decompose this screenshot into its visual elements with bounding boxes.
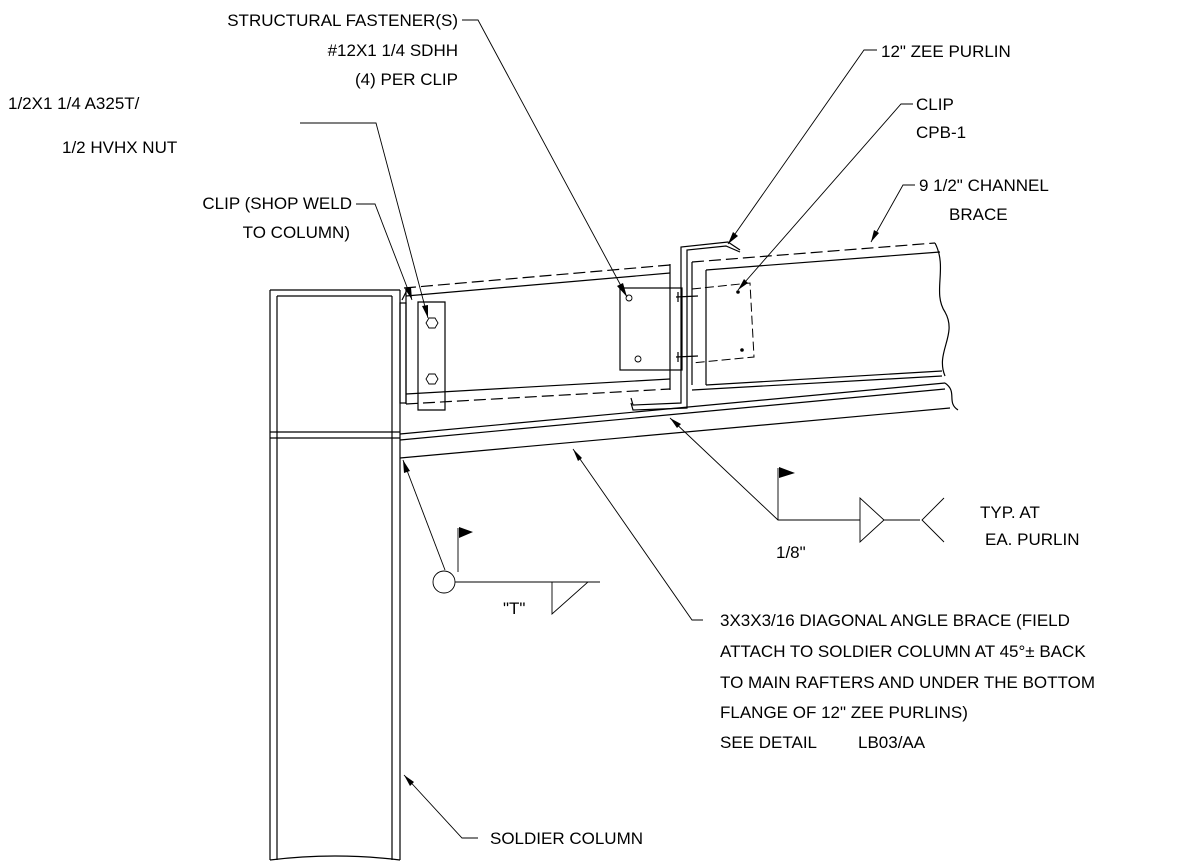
label-soldier-column: SOLDIER COLUMN xyxy=(490,829,643,848)
leader-structural-fastener xyxy=(462,19,628,298)
label-bolt-1: 1/2X1 1/4 A325T/ xyxy=(8,94,140,113)
detail-ref-text: LB03/AA xyxy=(858,733,926,752)
label-diagonal-brace-3: TO MAIN RAFTERS AND UNDER THE BOTTOM xyxy=(720,673,1095,692)
label-structural-fastener-1: STRUCTURAL FASTENER(S) xyxy=(227,11,458,30)
label-clip-cpb1-2: CPB-1 xyxy=(916,123,966,142)
leader-shop-weld-clip xyxy=(356,203,413,301)
label-clip-cpb1-1: CLIP xyxy=(916,95,954,114)
label-structural-fastener-2: #12X1 1/4 SDHH xyxy=(328,41,458,60)
leader-clip-cpb1 xyxy=(737,103,913,291)
label-shop-weld-clip-1: CLIP (SHOP WELD xyxy=(202,194,352,213)
label-bolt-2: 1/2 HVHX NUT xyxy=(62,138,177,157)
see-detail-prefix: SEE DETAIL xyxy=(720,733,817,752)
label-typ-at-1: TYP. AT xyxy=(980,503,1040,522)
zee-purlin xyxy=(630,241,741,411)
leader-t-weld xyxy=(402,459,600,616)
label-channel-brace-1: 9 1/2" CHANNEL xyxy=(919,176,1049,195)
label-typ-at-2: EA. PURLIN xyxy=(985,530,1079,549)
label-see-detail: SEE DETAIL xyxy=(720,733,817,752)
leader-zee-purlin xyxy=(727,49,877,245)
label-t-weld: "T" xyxy=(503,599,525,618)
label-structural-fastener-3: (4) PER CLIP xyxy=(355,70,458,89)
channel-brace-right xyxy=(691,242,950,391)
diagonal-angle-brace xyxy=(399,382,959,459)
label-channel-brace-2: BRACE xyxy=(949,205,1008,224)
channel-brace-left xyxy=(403,264,671,405)
leader-bolt xyxy=(300,122,429,319)
label-diagonal-brace-2: ATTACH TO SOLDIER COLUMN AT 45°± BACK xyxy=(720,642,1086,661)
leader-weld-typ xyxy=(669,417,945,544)
detail-link-lb03[interactable]: LB03/AA xyxy=(858,733,926,752)
label-zee-purlin: 12" ZEE PURLIN xyxy=(881,42,1011,61)
leader-soldier-column xyxy=(403,774,478,839)
soldier-column xyxy=(269,289,401,861)
label-weld-size: 1/8" xyxy=(776,543,806,562)
purlin-clip-plates xyxy=(619,282,755,371)
label-diagonal-brace-1: 3X3X3/16 DIAGONAL ANGLE BRACE (FIELD xyxy=(720,611,1070,630)
leader-diagonal-brace xyxy=(572,448,703,621)
label-shop-weld-clip-2: TO COLUMN) xyxy=(243,223,350,242)
leader-channel-brace xyxy=(870,184,915,243)
label-diagonal-brace-4: FLANGE OF 12" ZEE PURLINS) xyxy=(720,703,968,722)
